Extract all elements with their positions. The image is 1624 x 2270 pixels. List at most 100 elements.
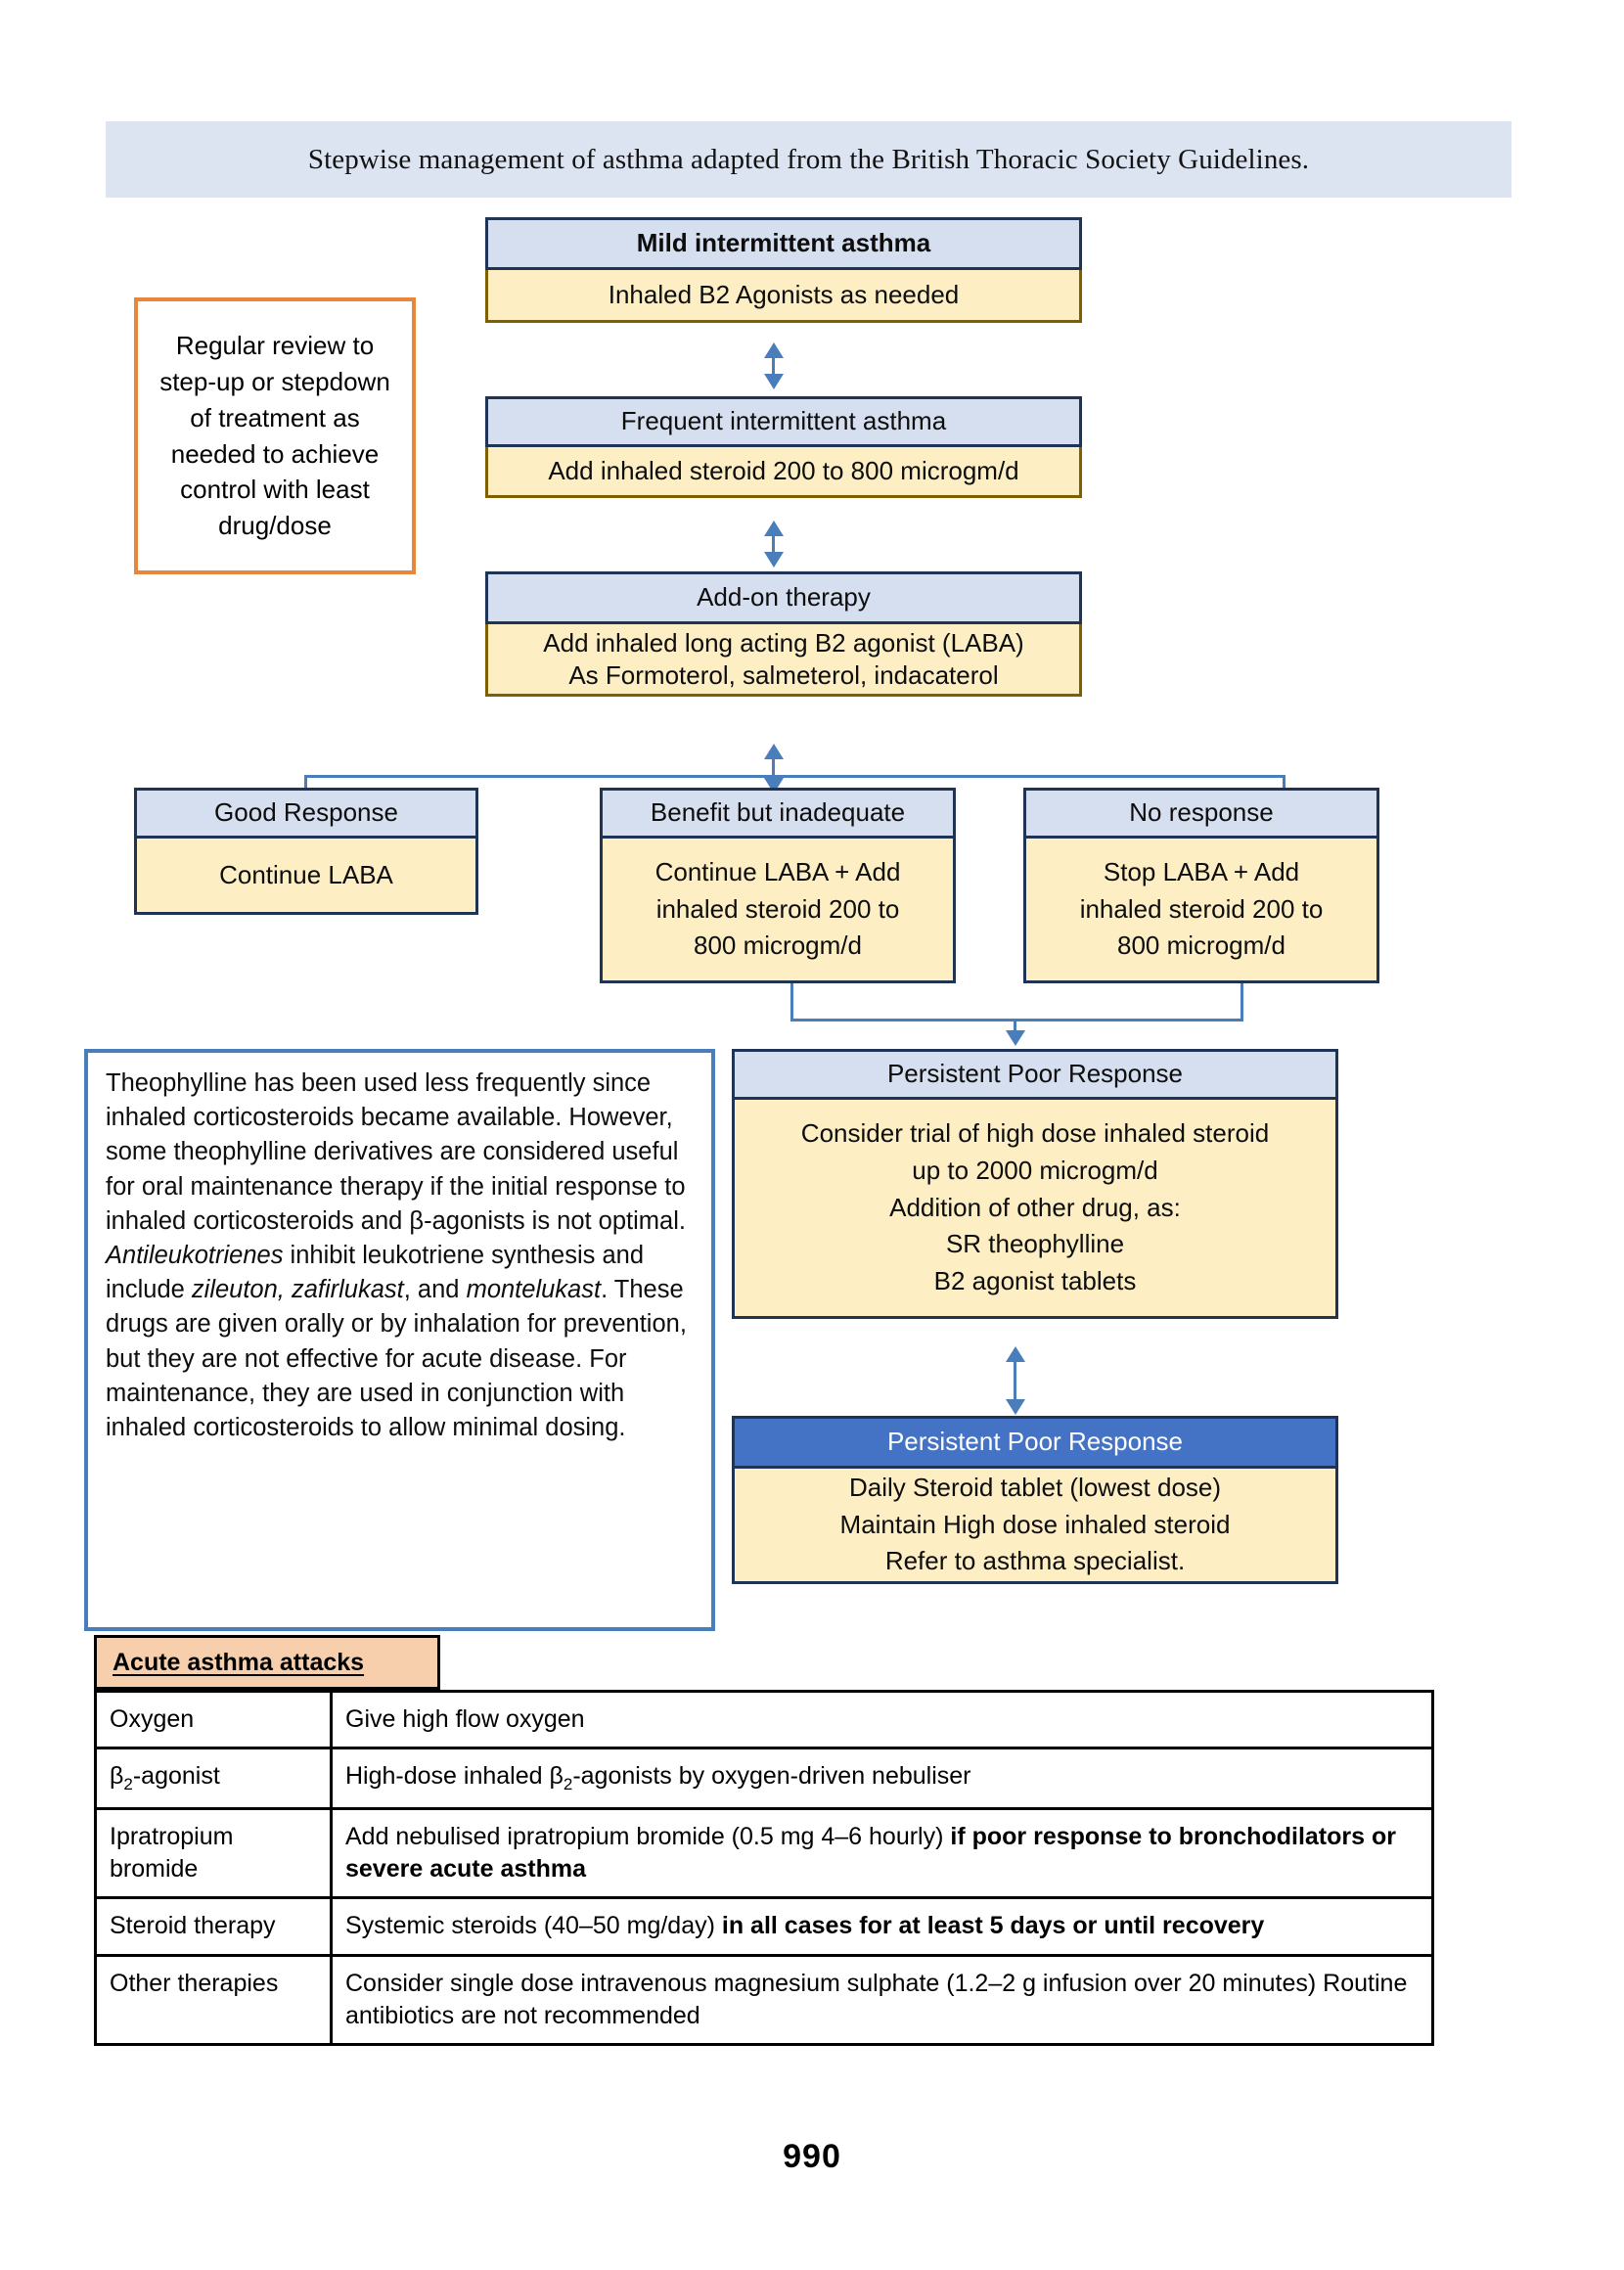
antileukotrienes-term: Antileukotrienes: [106, 1241, 284, 1269]
arrow-up-icon: [764, 521, 784, 536]
step-mild-intermittent: Mild intermittent asthma Inhaled B2 Agon…: [485, 217, 1082, 323]
page-title-banner: Stepwise management of asthma adapted fr…: [106, 121, 1511, 198]
acute-asthma-attacks-badge: Acute asthma attacks: [94, 1635, 440, 1690]
acute-asthma-attacks-label: Acute asthma attacks: [113, 1648, 365, 1676]
response-benefit-inadequate: Benefit but inadequate Continue LABA + A…: [600, 788, 956, 983]
connector-line: [1014, 1019, 1016, 1034]
connector-line: [790, 983, 793, 1021]
detail-subscript: 2: [563, 1775, 573, 1794]
connector-line: [1283, 775, 1286, 796]
persistent-1-line-4: SR theophylline: [945, 1229, 1125, 1259]
row-term-beta2-agonist: β2-agonist: [94, 1747, 333, 1810]
row-term-other-therapies: Other therapies: [94, 1953, 333, 2047]
step-frequent-intermittent-body: Add inhaled steroid 200 to 800 microgm/d: [485, 447, 1082, 498]
response-none-body: Stop LABA + Add inhaled steroid 200 to 8…: [1023, 839, 1379, 983]
row-detail-other-therapies: Consider single dose intravenous magnesi…: [330, 1953, 1434, 2047]
connector-line: [304, 775, 307, 796]
no-response-line-1: Stop LABA + Add: [1103, 856, 1300, 886]
page-title: Stepwise management of asthma adapted fr…: [307, 143, 1310, 175]
response-none-header: No response: [1023, 788, 1379, 839]
arrow-up-icon: [764, 744, 784, 759]
detail-pre: High-dose inhaled β: [345, 1762, 564, 1791]
persistent-poor-response-1-body: Consider trial of high dose inhaled ster…: [732, 1100, 1338, 1319]
persistent-1-line-5: B2 agonist tablets: [933, 1266, 1137, 1296]
response-good: Good Response Continue LABA: [134, 788, 478, 915]
persistent-1-line-2: up to 2000 microgm/d: [912, 1155, 1158, 1185]
no-response-line-2: inhaled steroid 200 to: [1079, 893, 1324, 924]
no-response-line-3: 800 microgm/d: [1117, 931, 1286, 961]
arrow-up-icon: [764, 342, 784, 358]
persistent-2-line-3: Refer to asthma specialist.: [884, 1546, 1186, 1576]
row-detail-ipratropium-bromide: Add nebulised ipratropium bromide (0.5 m…: [330, 1806, 1434, 1900]
theophylline-paragraph-1: Theophylline has been used less frequent…: [106, 1069, 686, 1235]
response-none: No response Stop LABA + Add inhaled ster…: [1023, 788, 1379, 983]
detail-plain: Add nebulised ipratropium bromide (0.5 m…: [345, 1822, 951, 1850]
connector-line: [790, 1019, 1243, 1022]
connector-line: [772, 532, 775, 554]
connector-line: [772, 354, 775, 376]
row-term-ipratropium-bromide: Ipratropium bromide: [94, 1806, 333, 1900]
theophylline-note: Theophylline has been used less frequent…: [84, 1049, 715, 1631]
arrow-down-icon: [764, 374, 784, 389]
arrow-up-icon: [1006, 1346, 1025, 1362]
persistent-poor-response-2-header: Persistent Poor Response: [732, 1416, 1338, 1469]
add-on-line-2: As Formoterol, salmeterol, indacaterol: [568, 659, 999, 690]
acute-asthma-attacks-table: Oxygen Give high flow oxygen β2-agonist …: [94, 1689, 1434, 2047]
detail-emphasis: if poor response to bronchodilators or s…: [345, 1822, 1396, 1884]
beta-symbol: β: [110, 1762, 124, 1791]
persistent-poor-response-1-header: Persistent Poor Response: [732, 1049, 1338, 1100]
connector-line: [1241, 983, 1243, 1021]
step-frequent-intermittent: Frequent intermittent asthma Add inhaled…: [485, 396, 1082, 498]
row-detail-oxygen: Give high flow oxygen: [330, 1689, 1434, 1750]
beta-subscript: 2: [123, 1775, 133, 1794]
montelukast-term: montelukast: [466, 1276, 602, 1304]
detail-emphasis: in all cases for at least 5 days or unti…: [721, 1912, 1265, 1940]
arrow-down-icon: [1006, 1030, 1025, 1046]
response-good-header: Good Response: [134, 788, 478, 839]
persistent-poor-response-2: Persistent Poor Response Daily Steroid t…: [732, 1416, 1338, 1584]
step-add-on-therapy: Add-on therapy Add inhaled long acting B…: [485, 571, 1082, 697]
persistent-1-line-3: Addition of other drug, as:: [889, 1192, 1181, 1222]
theophylline-paragraph-2: Antileukotrienes inhibit leukotriene syn…: [106, 1239, 696, 1445]
detail-plain: Systemic steroids (40–50 mg/day): [345, 1912, 722, 1940]
table-row: Oxygen Give high flow oxygen: [94, 1689, 1434, 1750]
row-detail-steroid-therapy: Systemic steroids (40–50 mg/day) in all …: [330, 1896, 1434, 1957]
theophylline-text-c: . These drugs are given orally or by inh…: [106, 1276, 687, 1441]
theophylline-text-b: , and: [403, 1276, 467, 1304]
persistent-2-line-2: Maintain High dose inhaled steroid: [839, 1509, 1231, 1539]
detail-post: -agonists by oxygen-driven nebuliser: [572, 1762, 971, 1791]
beta-suffix: -agonist: [132, 1762, 220, 1791]
theophylline-text-a: inhibit leukotriene synthesis and includ…: [106, 1241, 645, 1304]
response-benefit-inadequate-body: Continue LABA + Add inhaled steroid 200 …: [600, 839, 956, 983]
response-benefit-inadequate-header: Benefit but inadequate: [600, 788, 956, 839]
response-good-body: Continue LABA: [134, 839, 478, 915]
persistent-poor-response-2-body: Daily Steroid tablet (lowest dose) Maint…: [732, 1469, 1338, 1584]
row-term-oxygen: Oxygen: [94, 1689, 333, 1750]
add-on-line-1: Add inhaled long acting B2 agonist (LABA…: [543, 627, 1024, 658]
arrow-down-icon: [1006, 1399, 1025, 1415]
zileuton-zafirlukast-term: zileuton, zafirlukast: [191, 1276, 404, 1304]
arrow-down-icon: [764, 552, 784, 568]
persistent-poor-response-1: Persistent Poor Response Consider trial …: [732, 1049, 1338, 1319]
step-add-on-therapy-body: Add inhaled long acting B2 agonist (LABA…: [485, 624, 1082, 697]
benefit-line-2: inhaled steroid 200 to: [655, 893, 900, 924]
table-row: Steroid therapy Systemic steroids (40–50…: [94, 1896, 1434, 1957]
step-add-on-therapy-header: Add-on therapy: [485, 571, 1082, 624]
persistent-2-line-1: Daily Steroid tablet (lowest dose): [848, 1472, 1222, 1502]
table-row: Ipratropium bromide Add nebulised ipratr…: [94, 1806, 1434, 1900]
regular-review-note: Regular review to step-up or stepdown of…: [134, 297, 416, 574]
table-row: Other therapies Consider single dose int…: [94, 1953, 1434, 2047]
row-detail-beta2-agonist: High-dose inhaled β2-agonists by oxygen-…: [330, 1747, 1434, 1810]
connector-line: [1014, 1358, 1016, 1401]
step-mild-intermittent-body: Inhaled B2 Agonists as needed: [485, 270, 1082, 323]
step-mild-intermittent-header: Mild intermittent asthma: [485, 217, 1082, 270]
row-term-steroid-therapy: Steroid therapy: [94, 1896, 333, 1957]
persistent-1-line-1: Consider trial of high dose inhaled ster…: [800, 1118, 1270, 1149]
benefit-line-3: 800 microgm/d: [694, 931, 862, 961]
benefit-line-1: Continue LABA + Add: [654, 856, 901, 886]
table-row: β2-agonist High-dose inhaled β2-agonists…: [94, 1747, 1434, 1810]
step-frequent-intermittent-header: Frequent intermittent asthma: [485, 396, 1082, 447]
connector-line: [304, 775, 1286, 778]
regular-review-text: Regular review to step-up or stepdown of…: [159, 330, 390, 541]
